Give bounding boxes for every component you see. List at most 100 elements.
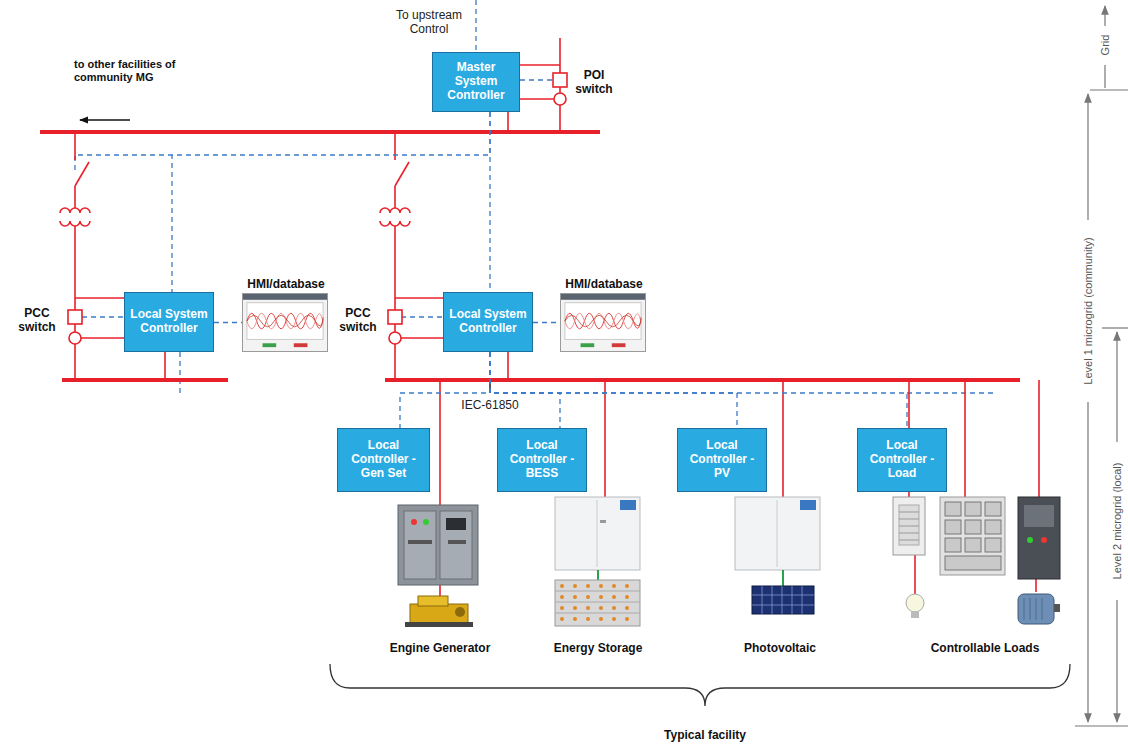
annotation-label: PCC switch xyxy=(334,306,382,335)
load-panel xyxy=(985,538,1001,552)
level-bracket xyxy=(1090,89,1128,90)
power-wire xyxy=(74,324,76,332)
comm-link xyxy=(172,112,490,292)
light-bulb xyxy=(906,594,924,612)
power-wire xyxy=(401,337,443,339)
hmi-screenshot xyxy=(581,343,595,347)
system-controller-box: Local System Controller xyxy=(443,292,533,352)
motor xyxy=(1024,598,1042,620)
solar-panel xyxy=(752,586,814,614)
comm-wire xyxy=(179,352,180,396)
battery-rack xyxy=(560,606,564,610)
solar-panel xyxy=(752,586,814,614)
light-bulb xyxy=(911,611,919,618)
motor-starter xyxy=(1027,537,1033,543)
generator-engine xyxy=(455,607,465,617)
power-wire xyxy=(60,38,1039,600)
comm-link xyxy=(214,322,242,323)
hmi-screenshot xyxy=(247,313,323,328)
switch-symbol xyxy=(68,310,82,324)
screen-heading: HMI/database xyxy=(544,277,664,292)
hmi-screenshot xyxy=(612,343,626,347)
power-wire xyxy=(604,380,606,497)
battery-rack xyxy=(612,584,616,588)
direction-arrow xyxy=(80,119,130,120)
load-panel xyxy=(985,502,1001,516)
load-panel xyxy=(945,520,961,534)
battery-rack xyxy=(555,591,640,613)
power-wire xyxy=(1038,380,1040,497)
comm-wire xyxy=(82,316,124,317)
generator-engine xyxy=(405,596,473,627)
controller-label: Master System Controller xyxy=(437,61,515,102)
hmi-screenshot xyxy=(565,313,641,328)
generator-panel xyxy=(446,518,466,530)
power-wire xyxy=(75,297,124,299)
dc-link xyxy=(782,570,784,586)
annotation-label: Photovoltaic xyxy=(710,641,850,655)
switch-symbol xyxy=(388,310,402,324)
power-wire xyxy=(395,297,443,299)
power-wire xyxy=(60,221,90,226)
battery-rack xyxy=(586,584,590,588)
battery-rack xyxy=(599,617,603,621)
power-wire xyxy=(74,186,76,208)
load-panel xyxy=(965,538,981,552)
battery-rack xyxy=(586,595,590,599)
motor-starter xyxy=(1018,497,1060,579)
level-label: Level 1 microgrid (community) xyxy=(1081,223,1095,399)
facility-brace xyxy=(330,664,1070,706)
hmi-screenshot xyxy=(561,294,645,351)
hmi-screenshot xyxy=(247,303,323,340)
generator-engine xyxy=(418,596,448,606)
bess-cabinet xyxy=(597,500,598,567)
pv-inverter xyxy=(735,497,820,570)
motor xyxy=(1018,594,1060,624)
bus-bar xyxy=(40,130,600,134)
motor-starter xyxy=(1041,537,1047,543)
dc-link xyxy=(597,570,599,580)
power-wire xyxy=(394,324,396,332)
level-bracket xyxy=(1087,402,1088,722)
power-wire xyxy=(1035,579,1037,592)
power-wire xyxy=(394,132,396,160)
power-wire xyxy=(782,380,784,497)
load-panel xyxy=(945,538,961,552)
power-wire xyxy=(380,208,410,213)
annotation-label: Typical facility xyxy=(620,728,790,742)
level-bracket xyxy=(1116,332,1117,442)
power-wire xyxy=(507,112,509,132)
battery-rack xyxy=(573,617,577,621)
battery-rack xyxy=(573,606,577,610)
battery-rack xyxy=(560,595,564,599)
power-wire xyxy=(75,162,89,186)
power-wire xyxy=(74,344,76,380)
power-wire xyxy=(394,186,396,208)
battery-rack xyxy=(555,580,640,626)
master-controller-box: Master System Controller xyxy=(432,52,520,112)
bus-bar xyxy=(62,378,228,382)
hmi-screenshot xyxy=(565,315,641,327)
power-wire xyxy=(380,221,410,226)
bess-cabinet xyxy=(620,500,636,510)
comm-link xyxy=(490,352,737,428)
battery-rack xyxy=(612,606,616,610)
switch-symbol xyxy=(69,332,81,344)
load-panel xyxy=(940,497,1005,575)
comm-wire xyxy=(75,0,995,396)
load-panel xyxy=(965,502,981,516)
level-label: Level 2 microgrid (local) xyxy=(1110,446,1124,596)
load-panel xyxy=(945,556,1001,570)
annotation-label: Controllable Loads xyxy=(905,641,1065,655)
level-bracket xyxy=(1075,6,1128,726)
generator-panel xyxy=(423,519,429,525)
motor-starter xyxy=(1024,505,1054,527)
power-wire xyxy=(559,38,561,73)
power-wire xyxy=(394,344,396,380)
annotation-label: To upstream Control xyxy=(388,8,470,37)
solar-panel xyxy=(752,586,814,614)
battery-rack xyxy=(555,580,640,626)
motor xyxy=(1018,594,1054,624)
bus-bar xyxy=(385,378,1020,382)
